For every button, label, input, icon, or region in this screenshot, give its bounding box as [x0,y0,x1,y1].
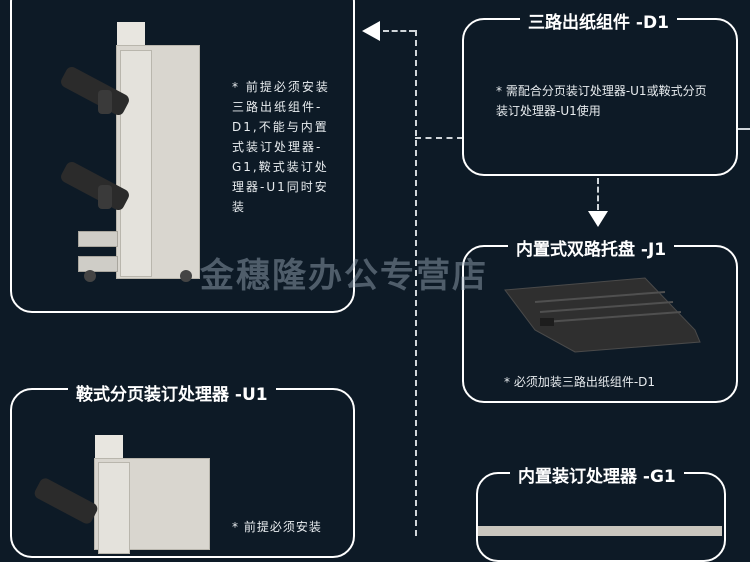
panel-j1-title: 内置式双路托盘 -J1 [508,235,675,260]
watermark: 金穗隆办公专营店 [200,256,488,296]
dual-tray-illustration [504,277,701,353]
arrow-down-icon [588,211,608,227]
g1-illustration-strip [478,526,722,536]
panel-d1-title: 三路出纸组件 -D1 [520,8,677,33]
connector-horizontal-mid [415,137,463,139]
connector-horizontal-right [738,128,750,130]
panel-d1-note: * 需配合分页装订处理器-U1或鞍式分页装订处理器-U1使用 [496,84,707,118]
panel-g1-title: 内置装订处理器 -G1 [510,462,684,487]
arrow-left-icon [362,21,380,41]
connector-d1-j1 [597,178,599,210]
connector-horizontal [383,30,415,32]
connector-vertical [415,30,417,536]
panel-u1-title: 鞍式分页装订处理器 -U1 [68,380,276,405]
panel-top-left [10,0,355,313]
panel-u1-note: * 前提必须安装 [232,520,322,534]
top-left-note: * 前提必须安装三路出纸组件-D1,不能与内置式装订处理器-G1,鞍式装订处理器… [232,80,330,214]
panel-j1-note: * 必须加装三路出纸组件-D1 [504,375,656,389]
